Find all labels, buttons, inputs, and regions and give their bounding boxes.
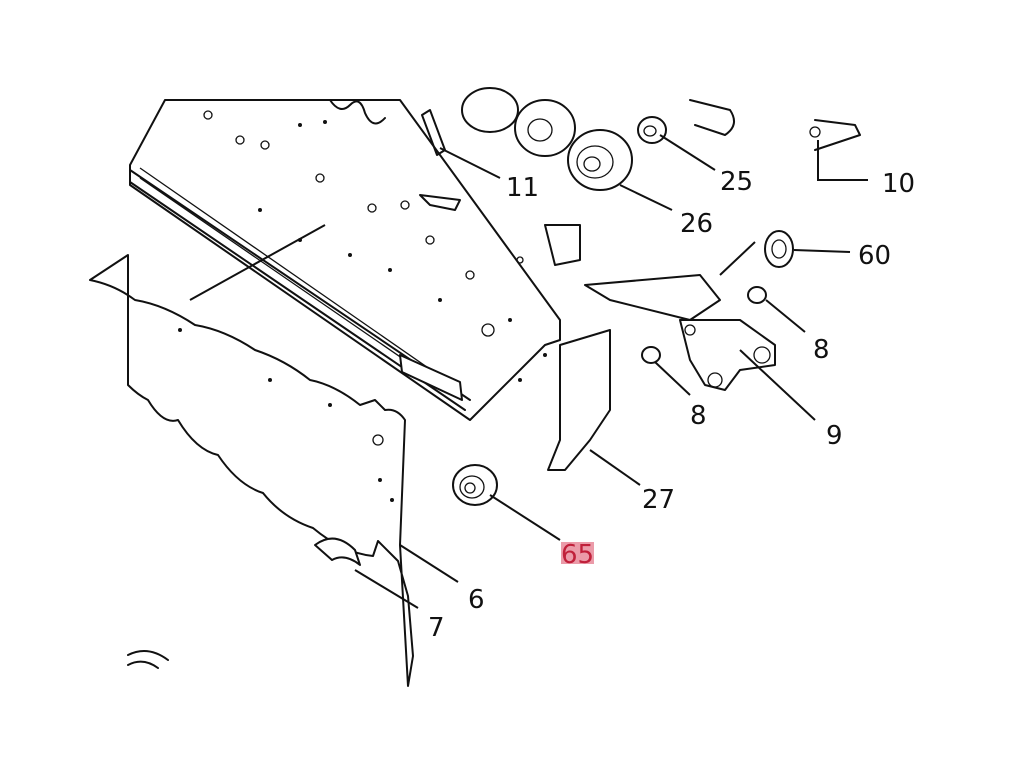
bracket-assembly <box>127 119 861 669</box>
callout-11[interactable]: 11 <box>506 173 539 203</box>
callout-7[interactable]: 7 <box>428 613 445 643</box>
callout-65[interactable]: 65 <box>561 540 594 570</box>
callout-65-highlight <box>561 542 594 564</box>
pulley-group-top <box>419 87 735 211</box>
callout-6[interactable]: 6 <box>468 585 485 615</box>
leader-lines <box>354 134 868 609</box>
side-sheet-panel <box>89 254 414 687</box>
callout-27[interactable]: 27 <box>642 485 675 515</box>
callout-labels: 11 25 10 26 60 8 8 9 27 65 6 7 <box>428 167 915 643</box>
callout-8-lower[interactable]: 8 <box>690 401 707 431</box>
callout-26[interactable]: 26 <box>680 209 713 239</box>
callout-60[interactable]: 60 <box>858 241 891 271</box>
callout-10[interactable]: 10 <box>882 169 915 199</box>
callout-25[interactable]: 25 <box>720 167 753 197</box>
main-frame-beam <box>129 99 561 421</box>
callout-9[interactable]: 9 <box>826 421 843 451</box>
callout-8-upper[interactable]: 8 <box>813 335 830 365</box>
